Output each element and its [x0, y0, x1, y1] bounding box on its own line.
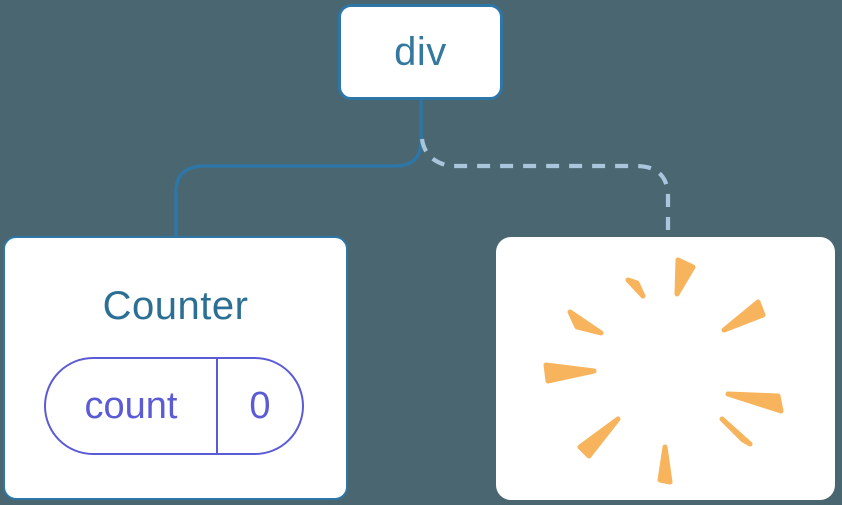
state-value-label: 0	[249, 385, 271, 427]
solid-edge-div-to-counter	[174, 100, 423, 236]
removed-component-card	[496, 237, 835, 500]
state-key-cell: count	[46, 359, 218, 453]
root-node-label: div	[394, 30, 447, 74]
state-pill: count 0	[44, 357, 304, 455]
poof-ray	[725, 391, 784, 414]
state-value-cell: 0	[218, 359, 302, 453]
poof-ray	[543, 362, 597, 384]
state-key-label: count	[84, 385, 178, 427]
poof-ray	[719, 416, 753, 447]
poof-burst-icon	[543, 257, 784, 485]
dashed-edge-div-to-removed	[419, 138, 671, 237]
poof-ray	[567, 309, 604, 336]
poof-ray	[674, 257, 696, 297]
counter-title: Counter	[102, 284, 249, 328]
root-node-div: div	[338, 4, 503, 100]
poof-ray	[625, 277, 646, 299]
poof-ray	[657, 444, 673, 485]
counter-component-card: Counter count 0	[3, 236, 348, 500]
poof-ray	[721, 299, 766, 333]
poof-ray	[577, 416, 621, 459]
